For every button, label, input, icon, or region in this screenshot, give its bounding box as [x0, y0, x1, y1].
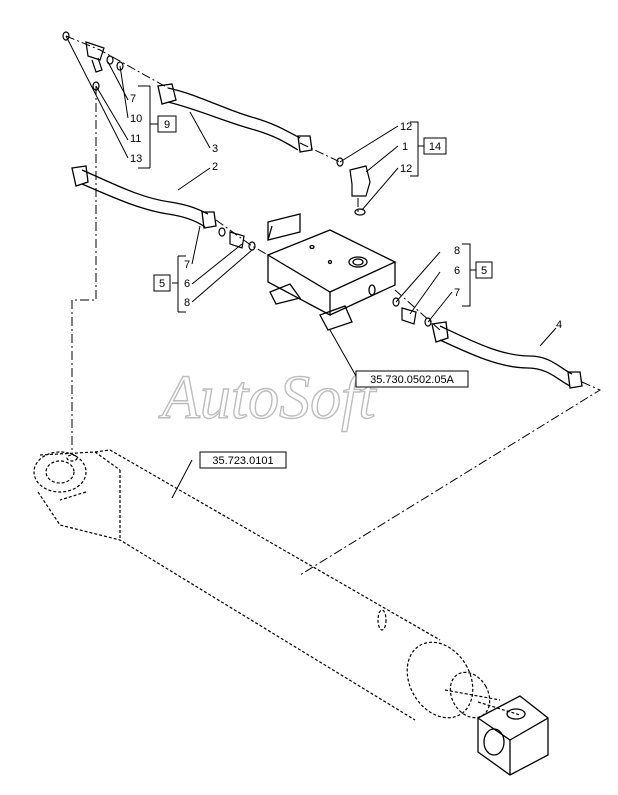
- ref-cylinder-label: 35.723.0101: [212, 455, 273, 467]
- callout-8-left: 8: [184, 297, 190, 309]
- callout-5-left: 5: [159, 278, 165, 290]
- pipe-3: [157, 83, 313, 153]
- callout-5-right: 5: [481, 265, 487, 277]
- callout-6-left: 6: [184, 278, 190, 290]
- callout-14: 14: [429, 141, 441, 153]
- fittings-right: [392, 297, 432, 327]
- callout-box-5-right: 5: [475, 261, 493, 279]
- callout-10: 10: [130, 113, 142, 125]
- valve-block: [266, 213, 397, 331]
- callout-box-14: 14: [423, 137, 447, 155]
- callout-3: 3: [212, 143, 218, 155]
- callout-4: 4: [556, 319, 562, 331]
- ref-valve-block-label: 35.730.0502.05A: [370, 374, 454, 386]
- callout-12-top: 12: [400, 121, 412, 133]
- callout-9: 9: [164, 119, 170, 131]
- callout-box-5-left: 5: [153, 274, 171, 292]
- elbow-fitting: [336, 157, 371, 216]
- ref-valve-block[interactable]: 35.730.0502.05A: [355, 370, 469, 388]
- callout-12-bottom: 12: [400, 163, 412, 175]
- pipe-4: [431, 321, 583, 389]
- ref-cylinder[interactable]: 35.723.0101: [199, 451, 287, 469]
- pipe-2: [71, 165, 217, 229]
- rod-end-block: [477, 695, 549, 776]
- callout-7-left: 7: [184, 259, 190, 271]
- fittings-left: [218, 227, 256, 251]
- callout-2: 2: [212, 161, 218, 173]
- callout-7-right: 7: [454, 287, 460, 299]
- callout-11: 11: [130, 133, 141, 145]
- callout-6-right: 6: [454, 265, 460, 277]
- routing-lines: [65, 35, 602, 576]
- callout-1: 1: [402, 141, 408, 153]
- callout-13: 13: [130, 153, 142, 165]
- callout-box-9: 9: [157, 115, 177, 133]
- leader-lines: [65, 35, 557, 499]
- hydraulic-cylinder: [33, 449, 521, 721]
- fitting-tee-top-left: [62, 31, 124, 91]
- watermark: AutoSoft: [158, 364, 377, 432]
- callout-8-right: 8: [454, 245, 460, 257]
- callout-7-top: 7: [130, 93, 136, 105]
